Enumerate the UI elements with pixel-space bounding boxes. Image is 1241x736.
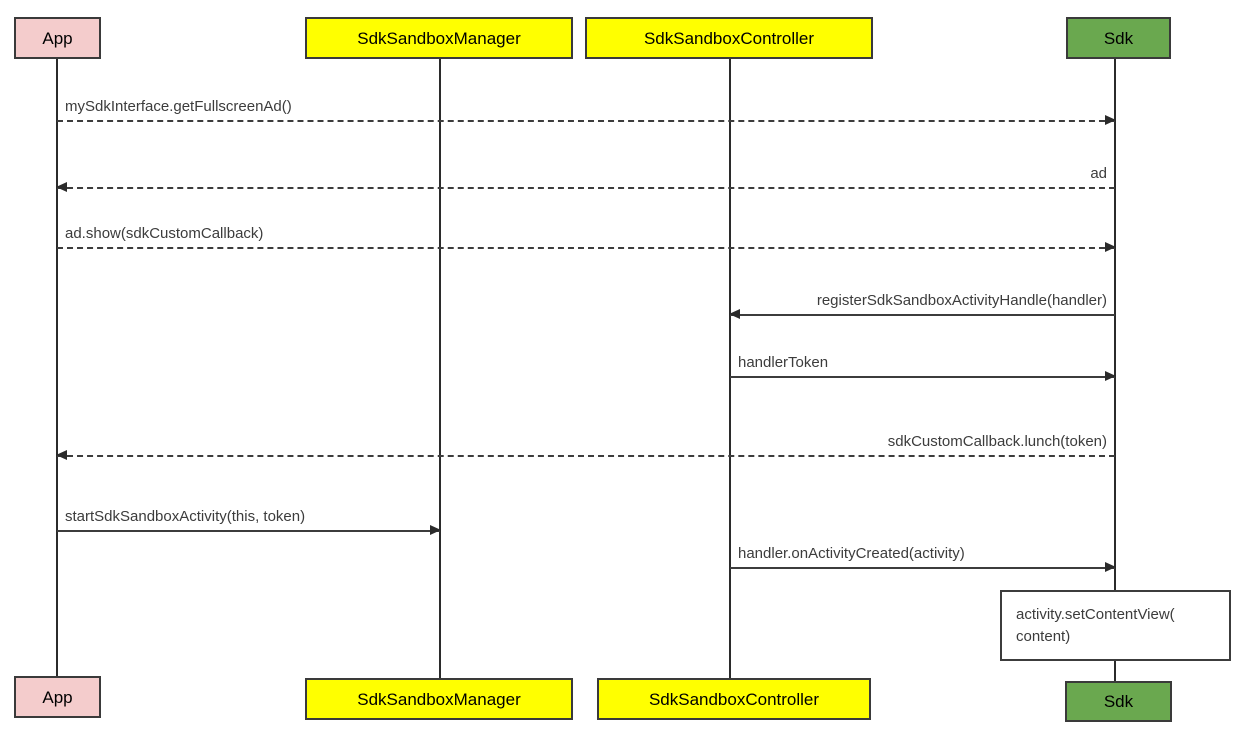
message-line-m8 <box>730 567 1115 569</box>
participant-header-manager[interactable]: SdkSandboxManager <box>305 17 573 59</box>
note-n1: activity.setContentView( content) <box>1000 590 1231 661</box>
participant-header-app[interactable]: App <box>14 17 101 59</box>
lifeline-app <box>56 59 58 684</box>
participant-footer-sdk[interactable]: Sdk <box>1065 681 1172 722</box>
message-label-m2: ad <box>1090 164 1107 182</box>
message-label-m3: ad.show(sdkCustomCallback) <box>65 224 264 242</box>
participant-header-controller[interactable]: SdkSandboxController <box>585 17 873 59</box>
arrowhead-right-icon <box>430 525 441 535</box>
arrowhead-right-icon <box>1105 115 1116 125</box>
participant-footer-controller[interactable]: SdkSandboxController <box>597 678 871 720</box>
arrowhead-left-icon <box>56 450 67 460</box>
participant-header-label-app: App <box>42 28 73 48</box>
lifeline-manager <box>439 59 441 684</box>
arrowhead-right-icon <box>1105 371 1116 381</box>
participant-footer-label-manager: SdkSandboxManager <box>357 689 521 709</box>
participant-footer-label-sdk: Sdk <box>1103 692 1134 711</box>
message-line-m3 <box>57 247 1115 249</box>
participant-header-label-controller: SdkSandboxController <box>643 28 815 48</box>
participant-header-label-manager: SdkSandboxManager <box>357 28 521 48</box>
message-line-m7 <box>57 530 440 532</box>
message-line-m4 <box>730 314 1115 316</box>
participant-footer-label-controller: SdkSandboxController <box>648 689 820 709</box>
arrowhead-left-icon <box>729 309 740 319</box>
message-label-m6: sdkCustomCallback.lunch(token) <box>887 432 1107 450</box>
participant-footer-label-app: App <box>42 687 73 707</box>
message-label-m4: registerSdkSandboxActivityHandle(handler… <box>816 291 1107 309</box>
message-label-m8: handler.onActivityCreated(activity) <box>738 544 965 562</box>
participant-footer-app[interactable]: App <box>14 676 101 718</box>
lifeline-controller <box>729 59 731 684</box>
arrowhead-left-icon <box>56 182 67 192</box>
message-label-m1: mySdkInterface.getFullscreenAd() <box>65 97 292 115</box>
message-label-m7: startSdkSandboxActivity(this, token) <box>65 507 306 525</box>
message-line-m6 <box>57 455 1115 457</box>
arrowhead-right-icon <box>1105 242 1116 252</box>
participant-footer-manager[interactable]: SdkSandboxManager <box>305 678 573 720</box>
message-line-m2 <box>57 187 1115 189</box>
message-line-m5 <box>730 376 1115 378</box>
message-label-m5: handlerToken <box>738 353 829 371</box>
message-line-m1 <box>57 120 1115 122</box>
arrowhead-right-icon <box>1105 562 1116 572</box>
participant-header-label-sdk: Sdk <box>1103 28 1134 48</box>
participant-header-sdk[interactable]: Sdk <box>1066 17 1171 59</box>
